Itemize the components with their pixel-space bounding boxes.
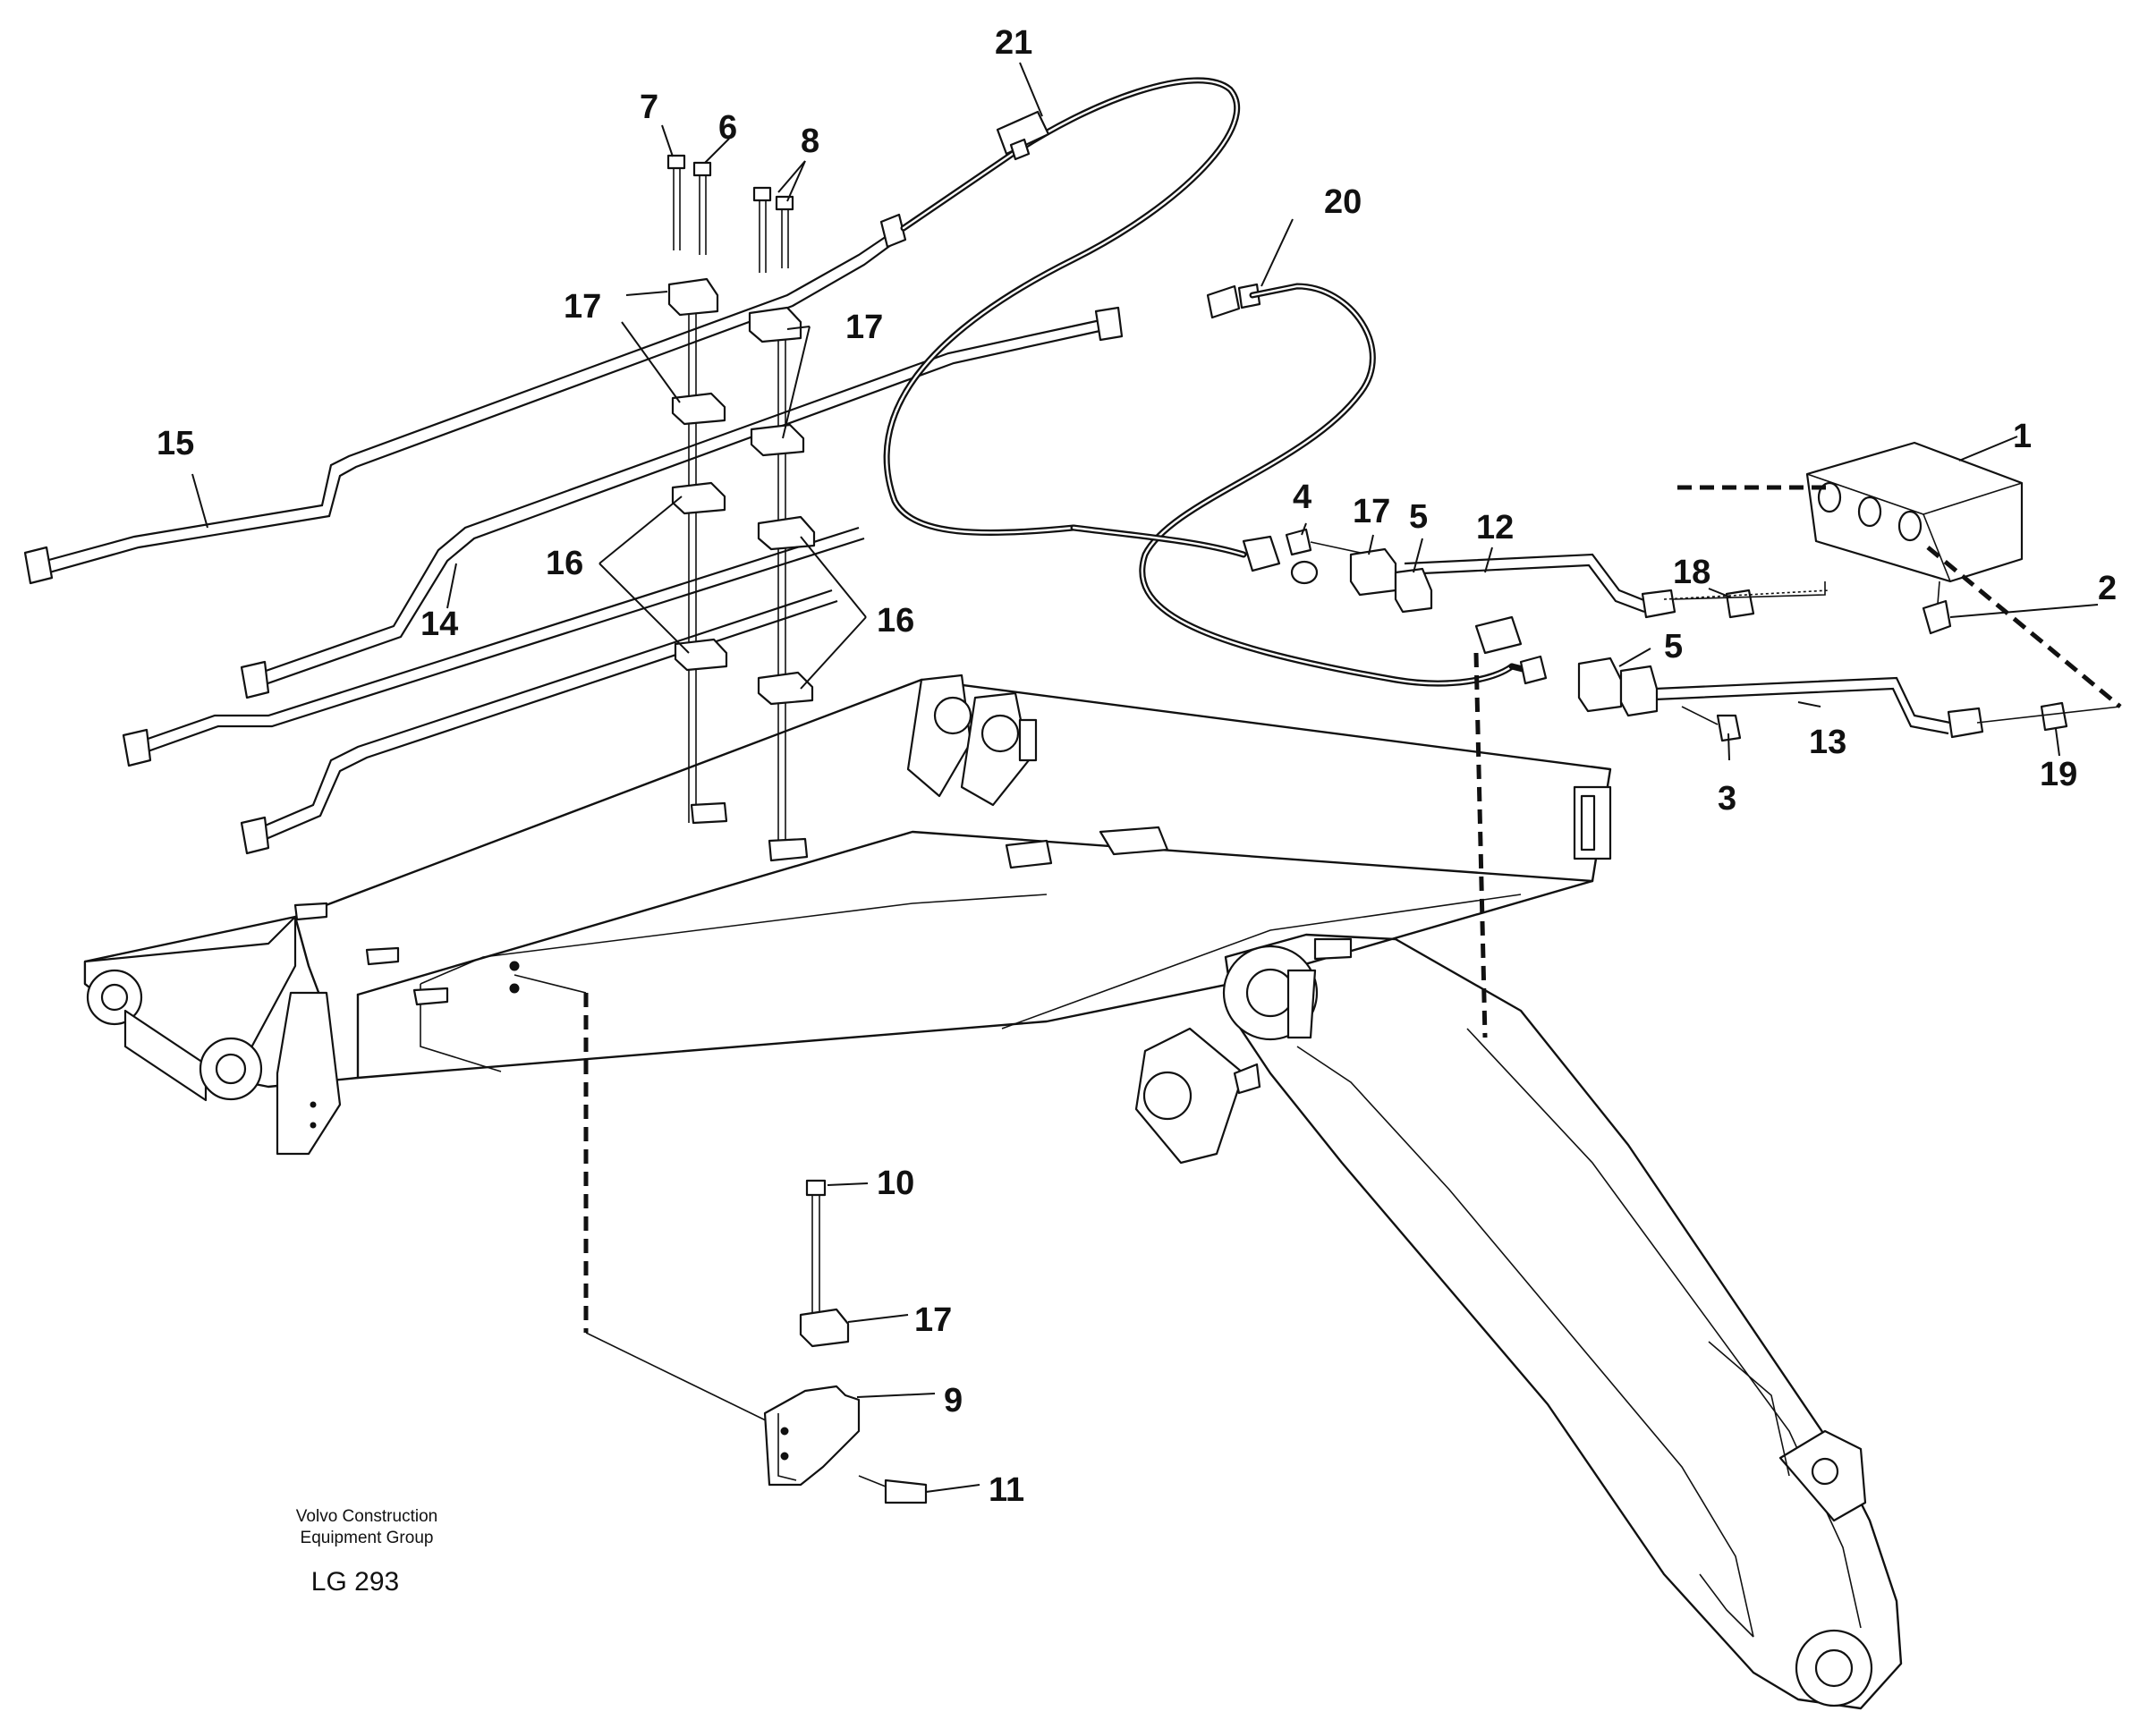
callout-14: 14	[420, 606, 458, 643]
callout-7: 7	[640, 89, 658, 126]
callout-1: 1	[2013, 418, 2032, 455]
figure-code: LG 293	[310, 1567, 400, 1597]
pipe-15	[23, 230, 899, 585]
fitting-18	[1725, 589, 1755, 619]
callout-5-lower: 5	[1664, 628, 1683, 665]
connector-block	[1805, 441, 2024, 583]
pipe-12	[1404, 553, 1676, 619]
callout-20: 20	[1324, 183, 1362, 221]
fitting-19	[2040, 701, 2068, 732]
arm-section	[1134, 933, 1903, 1710]
callout-19: 19	[2040, 756, 2077, 793]
pipe-fitting-upper	[879, 213, 1261, 319]
bolt-8	[752, 186, 794, 273]
callout-3: 3	[1718, 780, 1736, 818]
publisher-credit: Volvo Construction Equipment Group	[250, 1506, 483, 1549]
publisher-line-2: Equipment Group	[300, 1529, 434, 1547]
callout-4: 4	[1293, 479, 1311, 516]
clamp-cluster-lower	[1474, 615, 1742, 742]
callout-5-upper: 5	[1409, 498, 1428, 536]
dashed-routing	[514, 485, 2122, 1423]
pipe-diag-1	[122, 526, 865, 767]
callout-18: 18	[1673, 554, 1710, 591]
callout-2: 2	[2098, 570, 2117, 607]
callout-16-right: 16	[877, 602, 914, 640]
pipe-14	[240, 306, 1124, 699]
publisher-line-1: Volvo Construction	[295, 1507, 438, 1526]
lower-bracket-group	[763, 1179, 928, 1504]
clamp-stack-right	[748, 306, 816, 862]
callout-9: 9	[944, 1382, 963, 1419]
callout-6: 6	[718, 109, 737, 147]
pipe-13	[1654, 676, 1984, 739]
callout-12: 12	[1476, 509, 1514, 547]
callout-17-upper-left: 17	[564, 288, 601, 326]
callout-15: 15	[157, 425, 194, 462]
hose-20	[1139, 283, 1515, 687]
hose-21	[883, 77, 1241, 537]
callout-16-left: 16	[546, 545, 583, 582]
bolt-7	[666, 154, 686, 250]
pipe-diag-2	[240, 589, 838, 855]
callout-leaders	[191, 62, 2099, 1493]
bolt-6	[692, 161, 712, 255]
clamp-stack-left	[667, 277, 728, 825]
boom-assembly	[83, 674, 1612, 1156]
callout-8: 8	[801, 123, 819, 160]
callout-17-upper-right: 17	[845, 309, 883, 346]
callout-11: 11	[989, 1471, 1024, 1509]
callout-10: 10	[877, 1165, 914, 1202]
clamp-cluster-middle	[1242, 528, 1433, 614]
plug-2	[1922, 580, 1952, 635]
callout-17-lower: 17	[914, 1301, 952, 1339]
callout-labels: 21 20 8 6 7 17 17 15 14 16 16 1 2 4 17 5…	[157, 24, 2117, 1509]
callout-17-middle: 17	[1353, 493, 1390, 530]
callout-13: 13	[1809, 724, 1846, 761]
callout-21: 21	[995, 24, 1032, 62]
